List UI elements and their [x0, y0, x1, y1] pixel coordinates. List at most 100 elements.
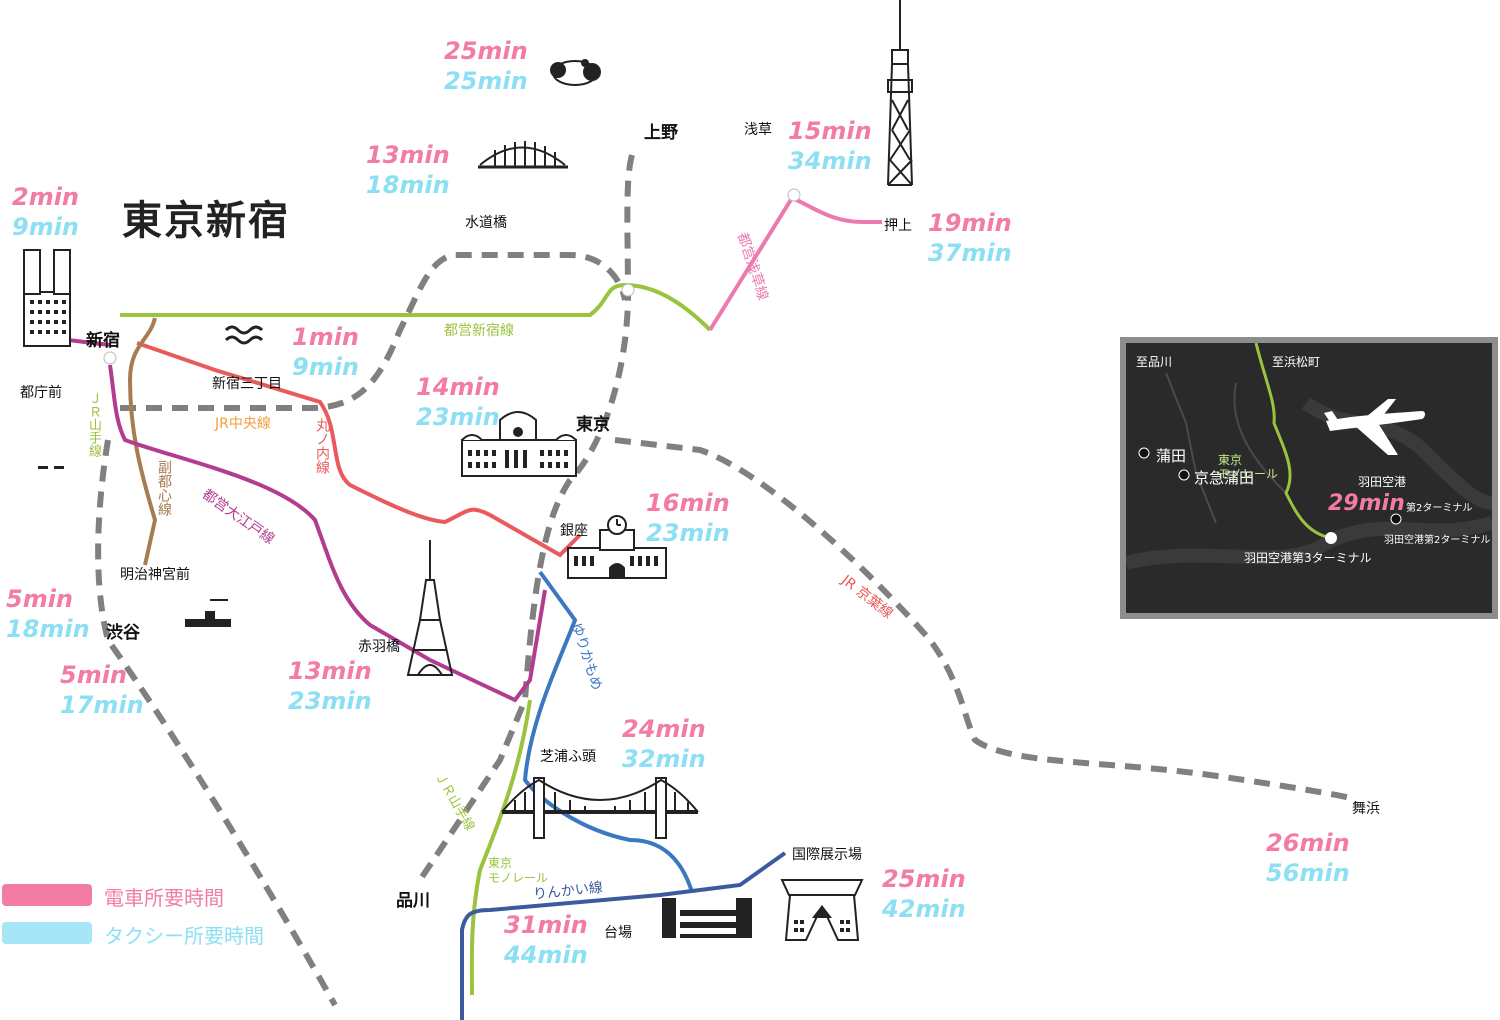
taxi-time: 44min	[504, 941, 588, 969]
train-time: 25min	[444, 37, 528, 65]
inset-station-kamata[interactable]: 蒲田	[1156, 447, 1187, 465]
train-time: 15min	[788, 117, 872, 145]
inset-terminal3[interactable]: 羽田空港第3ターミナル	[1244, 551, 1372, 565]
line-label-toei-shinjuku: 都営新宿線	[444, 323, 514, 339]
station-asakusa[interactable]: 浅草	[744, 122, 772, 138]
train-time: 5min	[60, 661, 128, 689]
tokyo-tower-icon	[406, 540, 454, 676]
haneda-inset-map[interactable]: 至品川 至浜松町 蒲田 京急蒲田 東京 モノレール 羽田空港 29min 第2タ…	[1120, 337, 1498, 619]
station-shibaura-futo[interactable]: 芝浦ふ頭	[540, 749, 596, 765]
station-suidobashi[interactable]: 水道橋	[465, 215, 507, 231]
taxi-time: 23min	[416, 403, 500, 431]
jr-yamanote-west-line	[95, 439, 338, 1007]
fuji-tv-building-icon	[662, 898, 752, 938]
train-time: 24min	[622, 715, 706, 743]
station-akabanebashi[interactable]: 赤羽橋	[358, 639, 400, 655]
station-tochomae[interactable]: 都庁前	[20, 385, 62, 401]
station-daiba[interactable]: 台場	[604, 925, 632, 941]
taxi-time: 25min	[444, 67, 528, 95]
tokyo-station-icon	[461, 411, 577, 477]
legend-swatch-taxi	[2, 922, 92, 944]
taxi-time: 9min	[12, 213, 80, 241]
train-time: 13min	[288, 657, 372, 685]
skytree-icon	[887, 0, 913, 186]
jr-chuo-line	[120, 252, 628, 411]
legend-swatch-train	[2, 884, 92, 906]
station-meiji-jingumae[interactable]: 明治神宮前	[120, 567, 190, 583]
inset-airport-label: 羽田空港	[1358, 475, 1407, 489]
taxi-time: 18min	[366, 171, 450, 199]
station-shinagawa[interactable]: 品川	[396, 891, 430, 911]
inset-terminal2[interactable]: 第2ターミナル	[1406, 503, 1473, 514]
wako-building-icon	[567, 515, 667, 579]
tokyo-dome-icon	[478, 141, 568, 169]
inset-airport-time: 29min	[1328, 489, 1405, 519]
station-kokusai-tenjijo[interactable]: 国際展示場	[792, 847, 862, 863]
inset-map-graphic	[1126, 343, 1492, 570]
train-time: 26min	[1266, 829, 1350, 857]
station-shinjuku-sanchome[interactable]: 新宿三丁目	[212, 376, 282, 392]
taxi-time: 23min	[288, 687, 372, 715]
waves-icon	[224, 325, 264, 345]
taxi-time: 17min	[60, 691, 144, 719]
train-time: 16min	[646, 489, 730, 517]
taxi-time: 37min	[928, 239, 1012, 267]
station-ueno[interactable]: 上野	[644, 123, 678, 143]
map-title: 東京新宿	[122, 198, 290, 244]
rainbow-bridge-icon	[501, 777, 699, 839]
line-label-fukutoshin: 副都心線	[156, 460, 172, 516]
inset-station-keikyu-kamata[interactable]: 京急蒲田	[1194, 469, 1255, 487]
rinkai-line	[460, 851, 787, 1020]
big-sight-icon	[780, 879, 864, 941]
jr-ueno-tokyo-line	[417, 154, 635, 882]
airplane-icon	[1324, 399, 1425, 455]
station-shibuya[interactable]: 渋谷	[106, 623, 140, 643]
inset-monorail-label: 東京 モノレール	[1218, 453, 1279, 481]
station-maihama[interactable]: 舞浜	[1352, 801, 1380, 817]
taxi-time: 32min	[622, 745, 706, 773]
train-time: 14min	[416, 373, 500, 401]
toei-oedo-line	[67, 338, 547, 703]
toei-asakusa-line	[708, 195, 882, 332]
train-time: 13min	[366, 141, 450, 169]
taxi-time: 34min	[788, 147, 872, 175]
taxi-time: 42min	[882, 895, 966, 923]
train-time: 19min	[928, 209, 1012, 237]
line-label-tokyo-monorail: 東京 モノレール	[488, 856, 549, 885]
station-oshiage[interactable]: 押上	[884, 218, 912, 234]
taxi-time: 18min	[6, 615, 90, 643]
boat-icon	[185, 599, 231, 627]
inset-terminal2-keikyu[interactable]: 羽田空港第2ターミナル	[1384, 535, 1491, 546]
station-ginza[interactable]: 銀座	[560, 523, 588, 539]
train-time: 5min	[6, 585, 74, 613]
line-label-jr-yamanote-west: ＪＲ山手線	[86, 392, 101, 457]
inset-to-shinagawa: 至品川	[1136, 355, 1173, 369]
inset-to-hamamatsucho: 至浜松町	[1272, 355, 1321, 369]
station-shinjuku[interactable]: 新宿	[86, 331, 120, 351]
station-tokyo[interactable]: 東京	[576, 415, 610, 435]
panda-icon	[550, 59, 601, 86]
line-label-marunouchi: 丸ノ内線	[314, 418, 330, 474]
train-time: 31min	[504, 911, 588, 939]
taxi-time: 9min	[292, 353, 360, 381]
tochomae-marker	[38, 466, 64, 469]
fukutoshin-line	[127, 317, 158, 566]
legend-taxi: タクシー所要時間	[104, 924, 264, 948]
jr-keiyo-line	[614, 437, 1351, 801]
monorail-line	[469, 699, 532, 996]
train-time: 2min	[12, 183, 80, 211]
